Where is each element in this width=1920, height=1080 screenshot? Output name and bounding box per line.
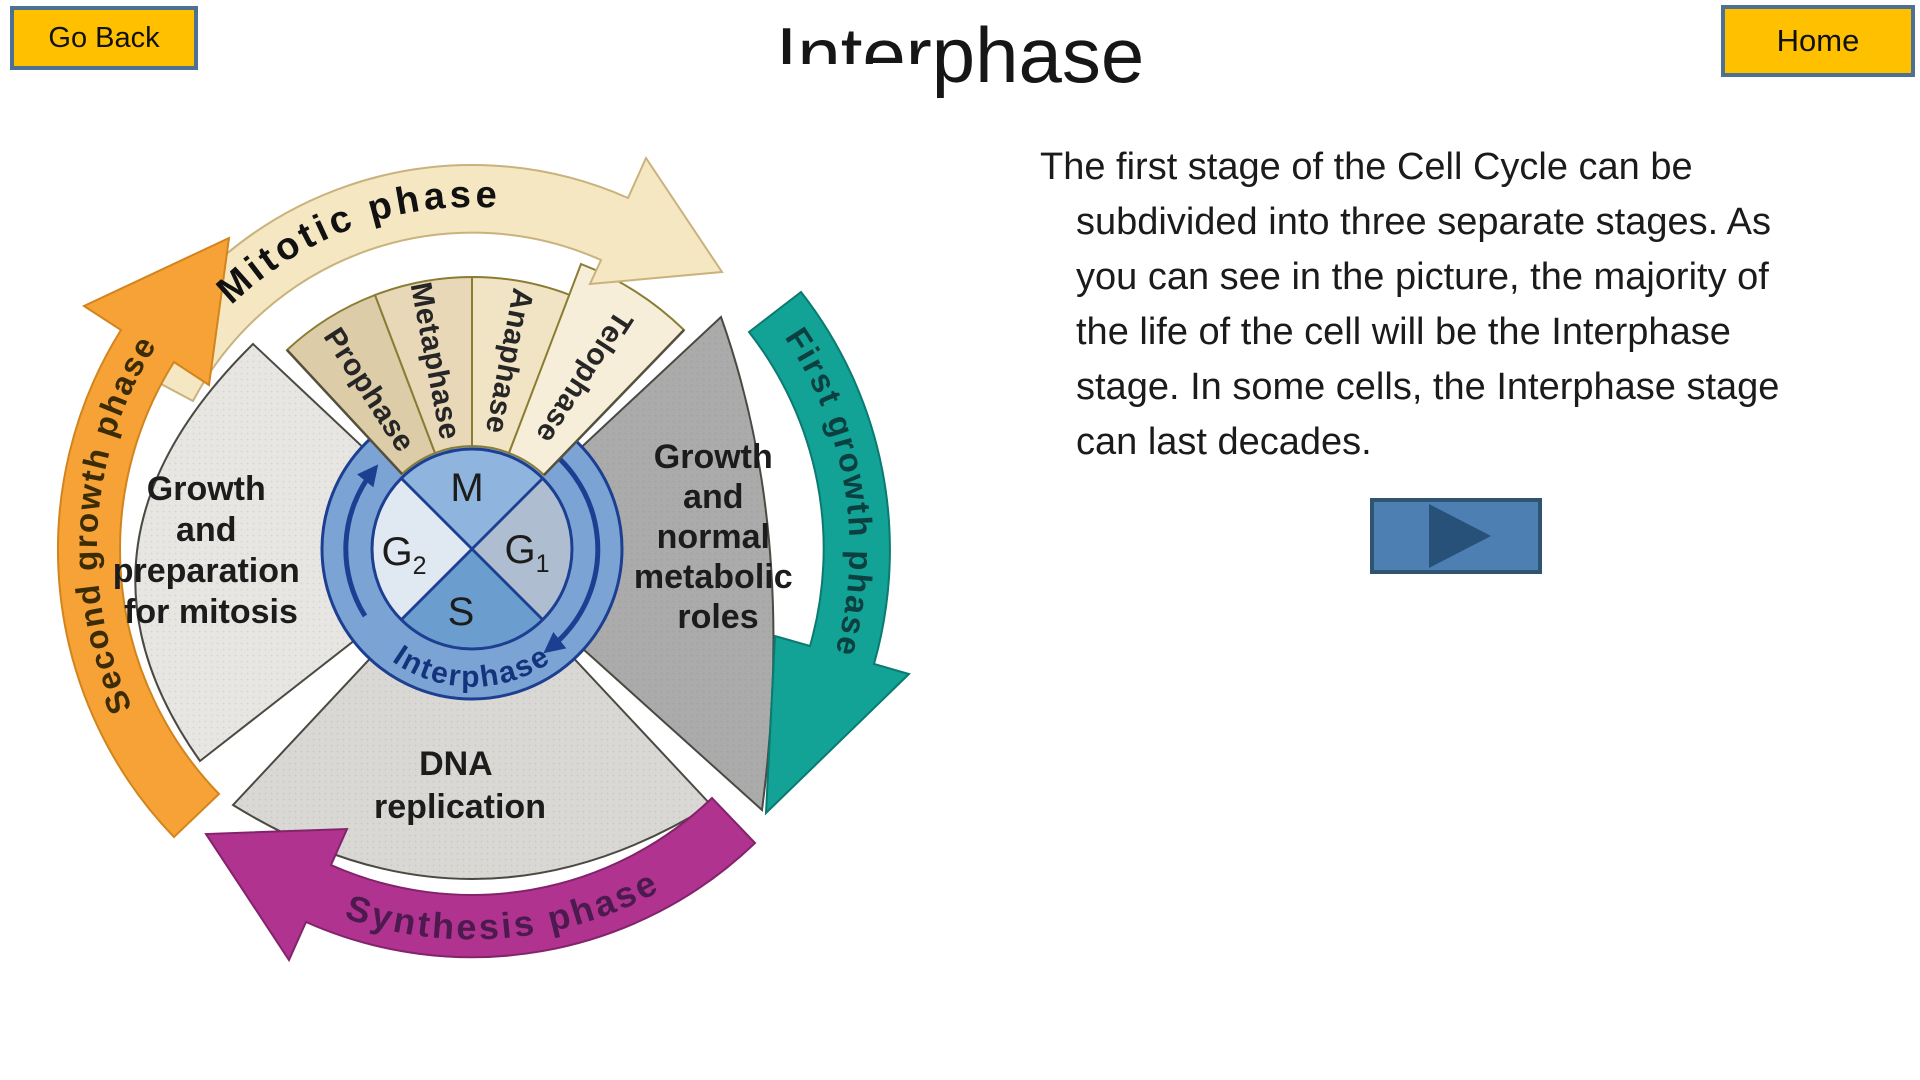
wedge-prophase [285, 293, 437, 476]
cell-cycle-diagram: Mitotic phase First growth phase Synthes… [56, 155, 911, 963]
paragraph-line: subdivided into three separate stages. A… [1076, 201, 1772, 243]
home-label: Home [1776, 23, 1860, 58]
go-back-button[interactable]: Go Back [10, 6, 198, 70]
paragraph-line: you can see in the picture, the majority… [1076, 256, 1769, 298]
paragraph-line: the life of the cell will be the Interph… [1076, 311, 1731, 353]
quadrant-g1-shape [472, 478, 573, 620]
sector-right-label: Growth and normal metabolic roles [634, 438, 802, 636]
paragraph-line: stage. In some cells, the Interphase sta… [1076, 366, 1780, 408]
wedge-metaphase [373, 275, 473, 455]
paragraph-line: can last decades. [1076, 421, 1372, 463]
synthesis-phase-arrow [204, 796, 757, 963]
quadrant-m-shape [401, 448, 543, 549]
title-clip-artifact [740, 64, 936, 130]
quadrant-s-shape [401, 549, 543, 650]
wedge-anaphase [471, 275, 572, 455]
mitotic-wedges [285, 262, 686, 477]
home-button[interactable]: Home [1721, 5, 1915, 77]
play-button[interactable] [1370, 498, 1542, 574]
quadrant-g2-shape [371, 478, 472, 620]
sector-left-label: Growth and preparation for mitosis [113, 470, 310, 631]
sector-bottom-label: DNA replication [374, 745, 546, 826]
second-growth-phase-arrow [56, 236, 231, 839]
outer-arrow-bands [56, 155, 911, 963]
quadrant-g1-label: G1 [504, 528, 549, 578]
quadrant-s-label: S [448, 590, 475, 634]
cycle-arrow-left [343, 464, 379, 618]
mitotic-phase-arrow [131, 155, 724, 403]
paragraph-line: The first stage of the Cell Cycle can be [1040, 146, 1693, 188]
quadrant-m-label: M [450, 466, 483, 510]
center-quadrants [370, 447, 574, 651]
play-icon [1429, 504, 1491, 568]
go-back-label: Go Back [48, 21, 160, 54]
first-growth-phase-arrow [747, 290, 911, 816]
quadrant-g2-label: G2 [381, 530, 426, 580]
body-paragraph: The first stage of the Cell Cycle can be… [1040, 140, 1779, 470]
